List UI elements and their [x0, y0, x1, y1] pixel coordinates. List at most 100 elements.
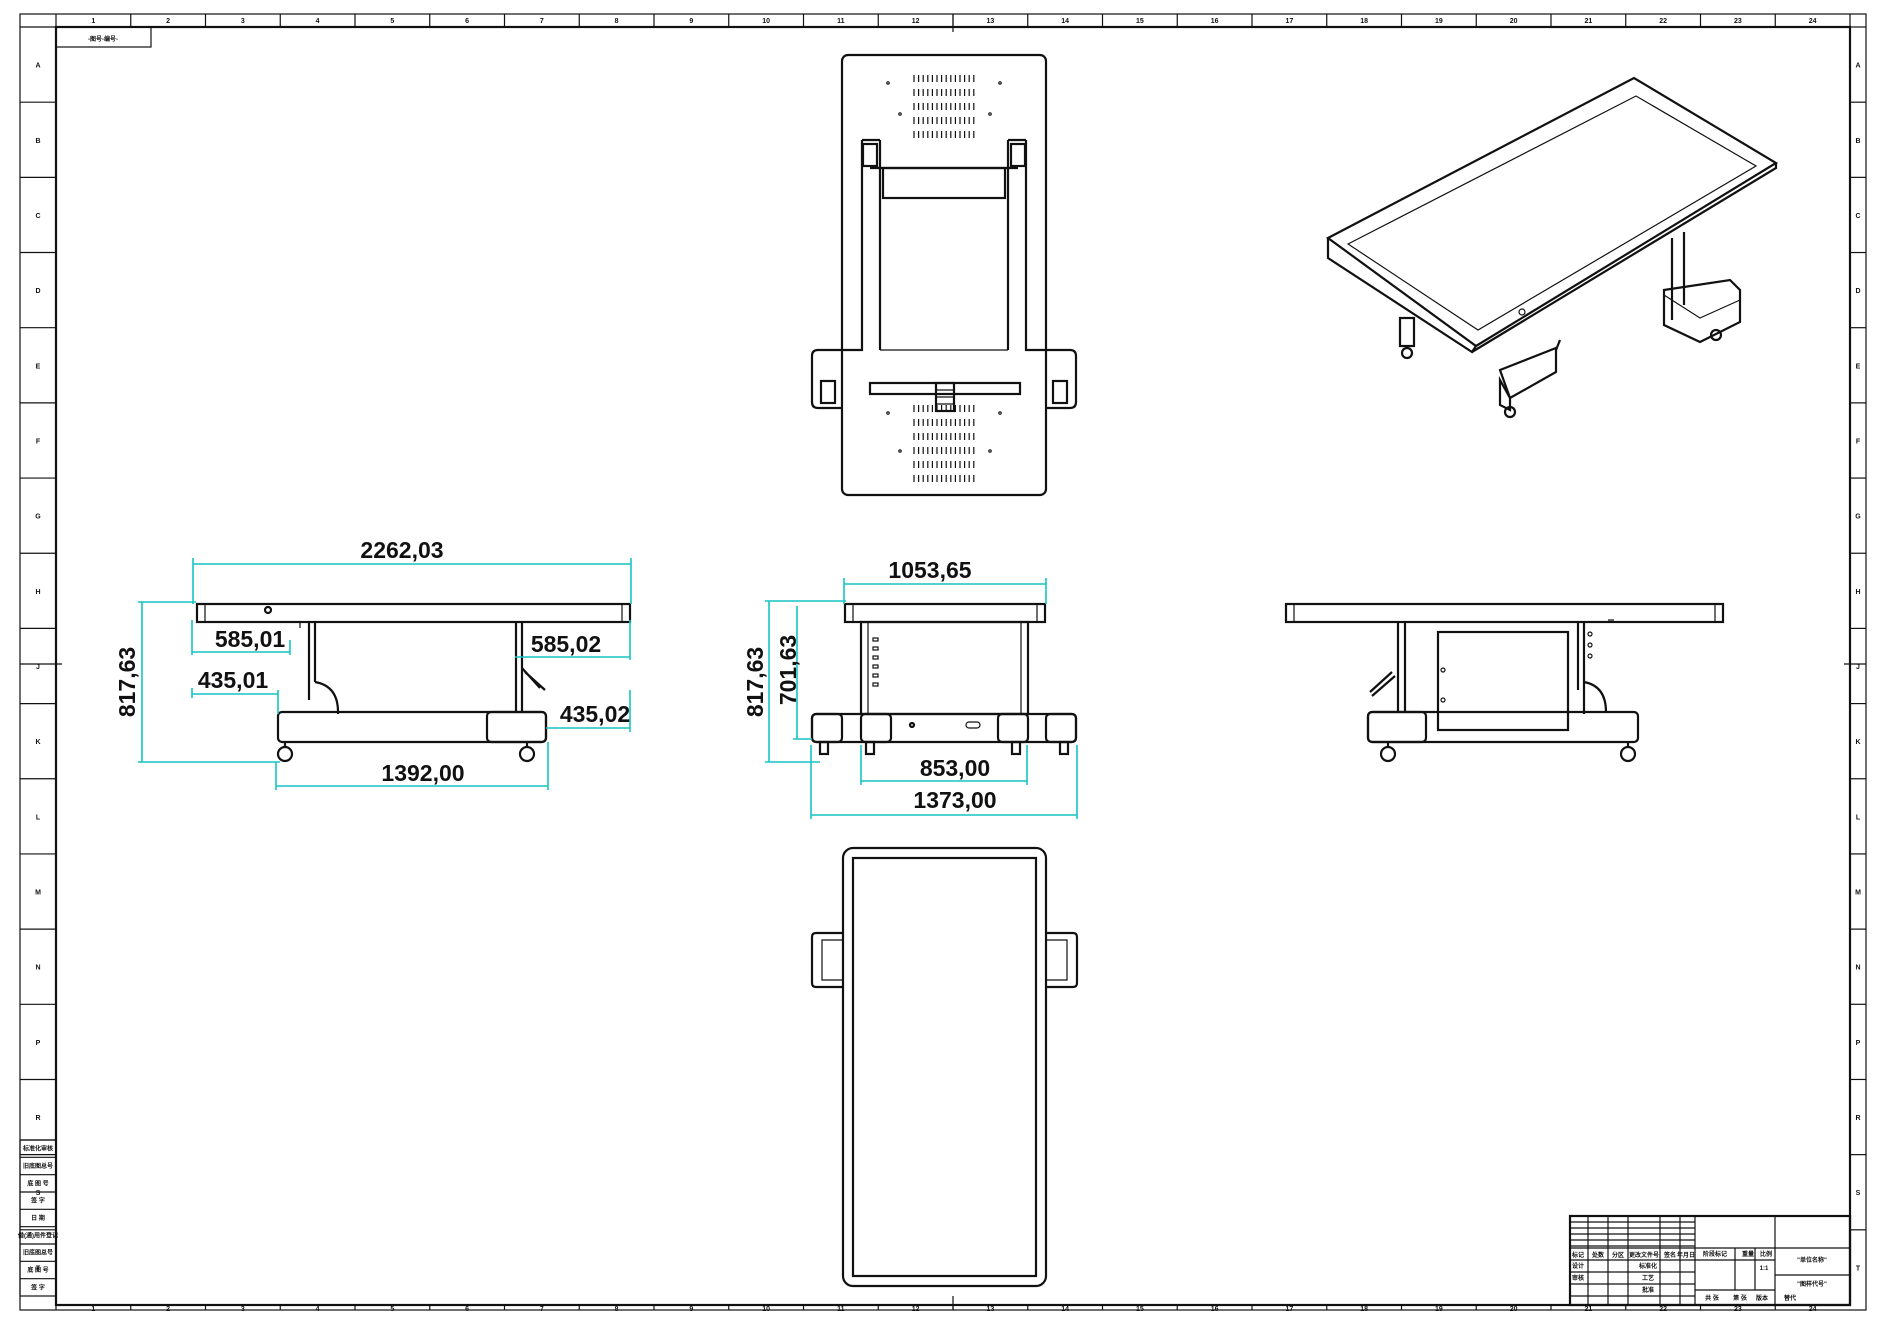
screw-hole — [886, 81, 890, 85]
col-label-bottom: 13 — [986, 1306, 994, 1313]
dim-right-inner: 435,02 — [560, 701, 630, 727]
row-label-left: P — [36, 1040, 41, 1047]
revision-row-label: 日 期 — [31, 1214, 45, 1222]
col-label-top: 22 — [1659, 18, 1667, 25]
dim-wheelbase: 1392,00 — [381, 760, 464, 786]
col-label-top: 21 — [1584, 18, 1592, 25]
row-label-left: L — [36, 814, 41, 821]
title-block-replace: 替代 — [1783, 1294, 1796, 1302]
title-block-weight: 重量 — [1742, 1250, 1754, 1258]
row-label-right: G — [1855, 514, 1861, 521]
title-block-scale: 1:1 — [1760, 1266, 1769, 1272]
dim-left-offset: 585,01 — [215, 626, 286, 652]
row-label-right: S — [1856, 1190, 1861, 1197]
title-block-sheet-total: 共 张 — [1705, 1294, 1720, 1302]
row-label-right: N — [1855, 965, 1860, 972]
row-label-right: L — [1856, 814, 1861, 821]
col-label-top: 19 — [1435, 18, 1443, 25]
col-label-bottom: 8 — [615, 1306, 619, 1313]
col-label-top: 10 — [762, 18, 770, 25]
top-vent-slots — [886, 75, 1002, 138]
revision-row-label: 签 字 — [30, 1197, 45, 1205]
col-label-bottom: 24 — [1809, 1306, 1817, 1313]
plan-view — [810, 846, 1079, 1288]
col-label-top: 2 — [166, 18, 170, 25]
frame-column-zones: 1122334455667788991010111112121313141415… — [91, 14, 1817, 1313]
col-label-bottom: 16 — [1211, 1306, 1219, 1313]
title-block-review: 审核 — [1572, 1274, 1584, 1282]
title-block-drawing-no: "图样代号" — [1797, 1280, 1827, 1288]
revision-row-label: 借(通)用件登记 — [17, 1231, 58, 1239]
dim-side-height: 817,63 — [114, 647, 140, 717]
col-label-top: 12 — [912, 18, 920, 25]
col-label-top: 15 — [1136, 18, 1144, 25]
row-label-right: B — [1855, 138, 1860, 145]
title-block-design: 设计 — [1572, 1262, 1584, 1270]
dim-front-height-frame: 701,63 — [775, 635, 801, 705]
col-label-bottom: 5 — [390, 1306, 394, 1313]
col-label-bottom: 15 — [1136, 1306, 1144, 1313]
row-label-right: A — [1855, 63, 1860, 70]
row-label-right: F — [1856, 438, 1861, 445]
row-label-right: H — [1855, 589, 1860, 596]
title-block-process: 工艺 — [1642, 1274, 1654, 1282]
row-label-left: J — [36, 664, 40, 671]
screw-hole — [886, 411, 890, 415]
row-label-left: T — [36, 1265, 41, 1272]
col-label-bottom: 4 — [316, 1306, 320, 1313]
dim-left-inner: 435,01 — [198, 667, 269, 693]
title-block-stage-mark: 阶段标记 — [1703, 1250, 1727, 1258]
row-label-left: S — [36, 1190, 41, 1197]
screw-hole — [988, 112, 992, 116]
col-label-bottom: 2 — [166, 1306, 170, 1313]
screw-hole — [898, 449, 902, 453]
row-label-right: J — [1856, 664, 1860, 671]
control-dot — [872, 682, 879, 687]
corner-label: -图号-编号- — [88, 35, 118, 43]
row-label-left: F — [36, 438, 41, 445]
col-label-bottom: 17 — [1285, 1306, 1293, 1313]
side-view-dimensions: 2262,03 585,01 585,02 435,01 435,02 817,… — [114, 537, 632, 790]
control-dot — [872, 673, 879, 678]
col-label-top: 7 — [540, 18, 544, 25]
title-block-version: 版本 — [1755, 1294, 1769, 1302]
title-block-standard: 标准化 — [1638, 1262, 1657, 1270]
control-dot — [872, 646, 879, 651]
col-label-bottom: 20 — [1510, 1306, 1518, 1313]
title-block-title: "单位名称" — [1797, 1256, 1827, 1264]
title-block-approve: 批准 — [1642, 1286, 1654, 1294]
col-label-top: 14 — [1061, 18, 1069, 25]
col-label-top: 17 — [1285, 18, 1293, 25]
col-label-top: 16 — [1211, 18, 1219, 25]
dim-front-height-total: 817,63 — [742, 647, 768, 717]
side-view-right — [1284, 602, 1725, 763]
col-label-bottom: 9 — [689, 1306, 693, 1313]
screw-hole — [998, 411, 1002, 415]
front-control-dots — [872, 637, 879, 687]
title-block-change-doc: 更改文件号 — [1629, 1251, 1659, 1259]
row-label-left: A — [35, 63, 40, 70]
col-label-bottom: 21 — [1584, 1306, 1592, 1313]
row-label-left: B — [35, 138, 40, 145]
title-block-date: 年月日 — [1677, 1251, 1695, 1259]
title-block: "单位名称" "图样代号" 1:1 共 张 第 张 版本 替代 阶段标记 重量 … — [1568, 1214, 1852, 1307]
dim-top-width: 1053,65 — [888, 557, 971, 583]
title-block-ratio: 比例 — [1760, 1250, 1772, 1258]
row-label-left: D — [35, 288, 40, 295]
col-label-bottom: 12 — [912, 1306, 920, 1313]
col-label-top: 13 — [986, 18, 994, 25]
col-label-top: 11 — [837, 18, 845, 25]
col-label-bottom: 14 — [1061, 1306, 1069, 1313]
col-label-top: 20 — [1510, 18, 1518, 25]
control-dot — [872, 655, 879, 660]
row-label-left: C — [35, 213, 40, 220]
revision-row-label: 底 图 号 — [27, 1179, 48, 1187]
screw-hole — [998, 81, 1002, 85]
col-label-top: 5 — [390, 18, 394, 25]
col-label-bottom: 6 — [465, 1306, 469, 1313]
revision-row-label: 旧底图总号 — [23, 1162, 53, 1170]
col-label-bottom: 3 — [241, 1306, 245, 1313]
col-label-top: 24 — [1809, 18, 1817, 25]
side-view-left — [195, 602, 632, 763]
